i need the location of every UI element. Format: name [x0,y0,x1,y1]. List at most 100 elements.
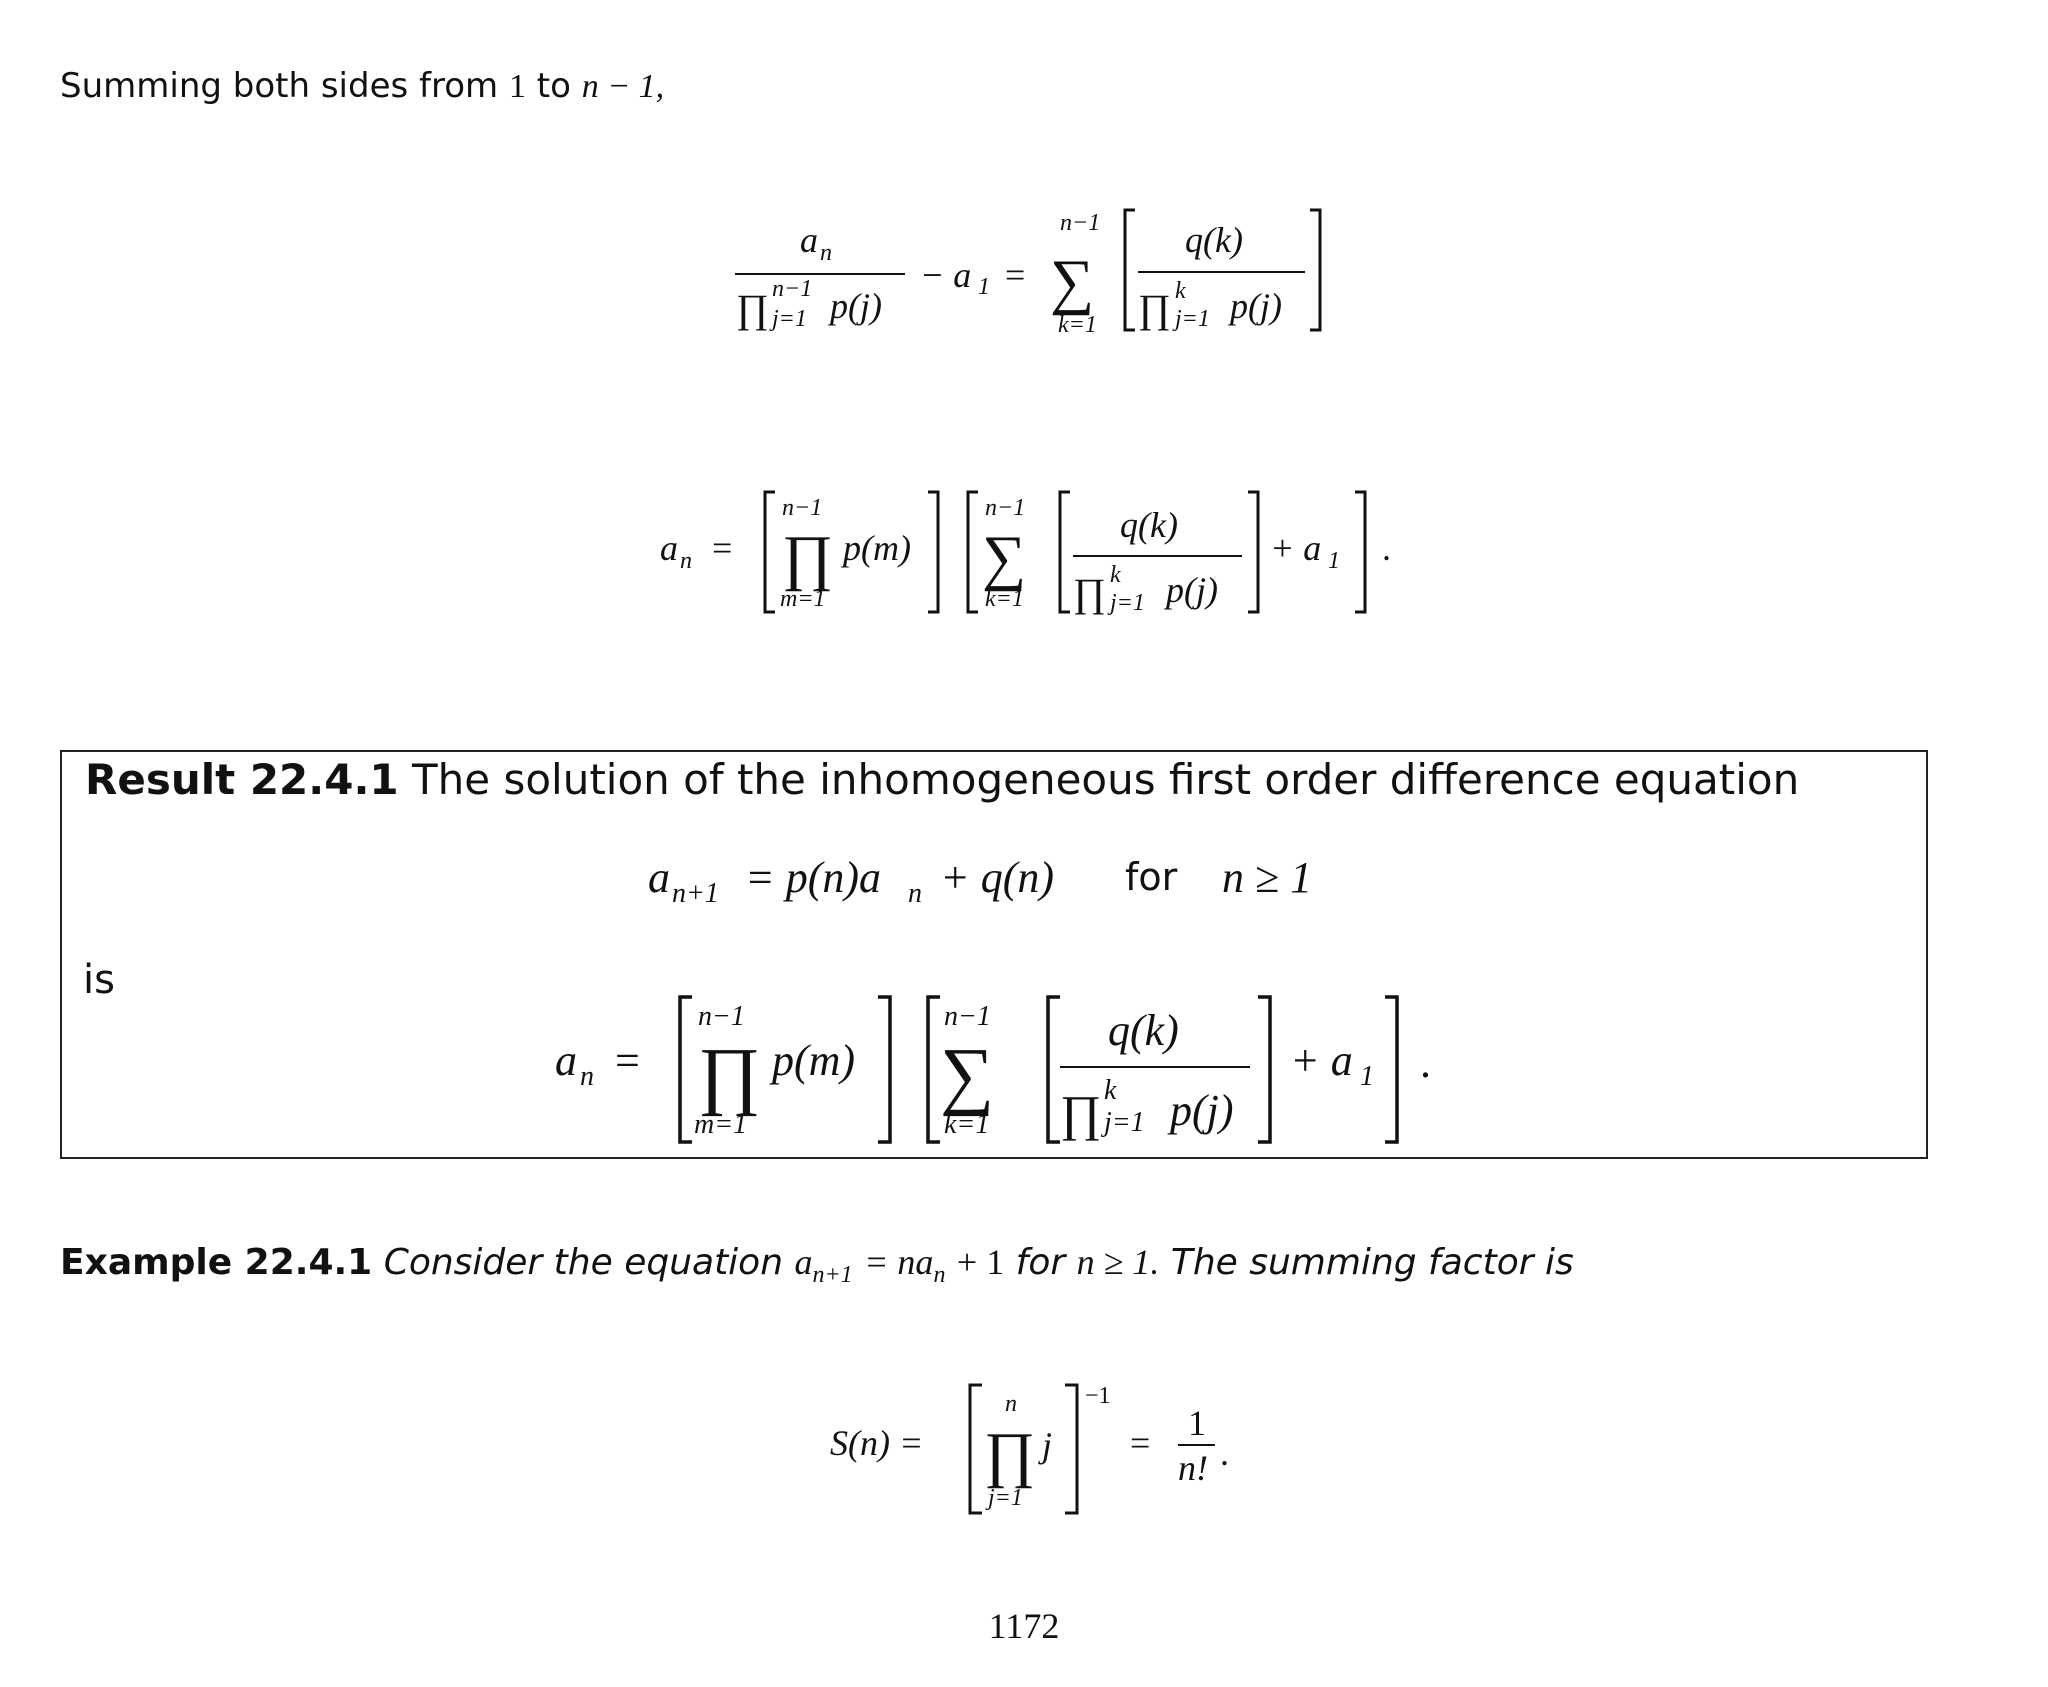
sol-prod-body: p(m) [769,1036,855,1085]
eq2-plus-sub: 1 [1328,548,1340,574]
eq2-sum-right-bracket [1355,490,1367,614]
sol-plus-term: + a [1290,1036,1353,1085]
eq2-inner-right-bracket [1248,490,1260,614]
eq2-period: . [1382,528,1391,568]
sol-period: . [1420,1038,1431,1087]
eq2-prod-upper: n−1 [782,495,822,521]
eq1-prod-symbol: ∏ [736,286,769,331]
eq1-right-bracket [1310,208,1322,332]
eq1-prod-lower: j=1 [769,306,807,332]
example-eq-lhs-sub: n+1 [812,1262,853,1289]
example-for: for [1015,1242,1066,1283]
eq1-minus-term: − a [920,255,971,295]
eq2-inner-left-bracket [1058,490,1070,614]
result-is-word: is [83,957,115,1003]
eq1-prod-upper: n−1 [772,276,812,302]
sol-prod-right-bracket [878,995,892,1144]
sol-inner-left-bracket [1046,995,1060,1144]
sol-inner-prod-symbol: ∏ [1060,1085,1101,1141]
sf-frac-den: n! [1178,1448,1208,1488]
sf-prod-body: j [1038,1425,1052,1465]
sol-sum-left-bracket [926,995,940,1144]
sf-right-bracket [1065,1383,1079,1515]
eq1-inner-prod-lower: j=1 [1172,306,1210,332]
sol-inner-prod-lower: j=1 [1101,1107,1145,1138]
result-label: Result 22.4.1 [85,755,399,804]
intro-to-word: to [536,66,571,106]
recurrence-lhs: a [648,853,670,902]
eq1-inner-prod-upper: k [1175,278,1186,304]
intro-from: 1 [508,68,526,105]
eq2-lhs-sub: n [680,548,692,574]
eq2-sum-symbol: ∑ [982,524,1026,592]
result-heading: Result 22.4.1 The solution of the inhomo… [85,755,1799,805]
sol-sum-upper: n−1 [944,1001,991,1032]
sf-prod-symbol: ∏ [984,1421,1035,1489]
example-condition: n ≥ 1. [1076,1242,1160,1282]
eq1-prod-body: p(j) [827,286,882,326]
intro-line: Summing both sides from 1 to n − 1, [60,66,664,107]
sf-equals: = [1130,1423,1150,1463]
eq1-inner-prod-body: p(j) [1227,286,1282,326]
sol-prod-upper: n−1 [698,1001,745,1032]
eq1-numerator: a [800,220,818,260]
eq2-sum-lower: k=1 [985,586,1024,612]
sol-inner-prod-body: p(j) [1167,1086,1234,1135]
result-recurrence: a n+1 = p(n)a n + q(n) for n ≥ 1 [648,853,1312,909]
example-eq-tail: + 1 [956,1242,1005,1282]
sf-left-bracket [968,1383,982,1515]
summing-factor-equation: S(n) = n ∏ j=1 j −1 = 1 n! . [830,1383,1229,1515]
sol-sum-symbol: ∑ [940,1033,994,1117]
eq1-sum-lower: k=1 [1058,312,1097,338]
eq2-inner-prod-upper: k [1110,562,1121,588]
eq2-prod-lower: m=1 [780,586,826,612]
sol-sum-right-bracket [1385,995,1399,1144]
eq1-inner-numerator: q(k) [1185,220,1243,260]
sf-prod-lower: j=1 [985,1485,1023,1511]
sol-equals: = [615,1036,640,1085]
example-eq-rhs: = na [864,1242,934,1282]
example-text-a: Consider the equation [383,1242,784,1283]
example-eq-rhs-sub: n [933,1262,946,1289]
eq2-inner-numerator: q(k) [1120,505,1178,545]
sol-plus-sub: 1 [1360,1061,1374,1092]
sf-exponent: −1 [1085,1383,1111,1409]
recurrence-lhs-sub: n+1 [672,878,719,909]
sol-prod-symbol: ∏ [698,1033,761,1117]
recurrence-tail: + q(n) [940,853,1054,902]
recurrence-rhs: = p(n)a [745,853,881,902]
sol-inner-right-bracket [1258,995,1272,1144]
result-text: The solution of the inhomogeneous first … [412,755,1800,804]
eq1-left-bracket [1123,208,1135,332]
sf-period: . [1220,1433,1229,1473]
sf-prod-upper: n [1005,1391,1017,1417]
equation-2: a n = n−1 ∏ m=1 p(m) n−1 ∑ k=1 q(k) ∏ k … [660,490,1391,616]
sf-lhs: S(n) = [830,1423,923,1463]
eq1-sum-upper: n−1 [1060,210,1100,236]
sol-inner-prod-upper: k [1104,1075,1117,1106]
eq2-inner-prod-symbol: ∏ [1073,570,1106,615]
sol-prod-lower: m=1 [694,1109,747,1140]
sol-inner-numerator: q(k) [1108,1006,1179,1055]
eq2-prod-body: p(m) [840,528,911,568]
eq1-sum-symbol: ∑ [1050,248,1094,316]
recurrence-condition: n ≥ 1 [1222,853,1312,902]
sol-sum-lower: k=1 [944,1109,989,1140]
eq2-prod-right-bracket [928,490,940,614]
sol-lhs-sub: n [580,1061,594,1092]
sf-frac-num: 1 [1188,1403,1206,1443]
eq2-sum-upper: n−1 [985,495,1025,521]
eq2-inner-prod-body: p(j) [1163,570,1218,610]
example-text-b: The summing factor is [1170,1242,1574,1283]
equation-1: a n ∏ n−1 j=1 p(j) − a 1 = n−1 ∑ k=1 q(k… [735,208,1322,338]
eq2-lhs: a [660,528,678,568]
eq2-equals: = [712,528,732,568]
example-eq-lhs: a [794,1242,813,1282]
eq1-equals: = [1005,255,1025,295]
eq1-inner-prod-symbol: ∏ [1138,286,1171,331]
recurrence-rhs-sub: n [908,878,922,909]
example-label: Example 22.4.1 [60,1242,373,1283]
eq2-prod-symbol: ∏ [782,524,833,592]
sol-lhs: a [555,1036,577,1085]
eq2-inner-prod-lower: j=1 [1107,590,1145,616]
